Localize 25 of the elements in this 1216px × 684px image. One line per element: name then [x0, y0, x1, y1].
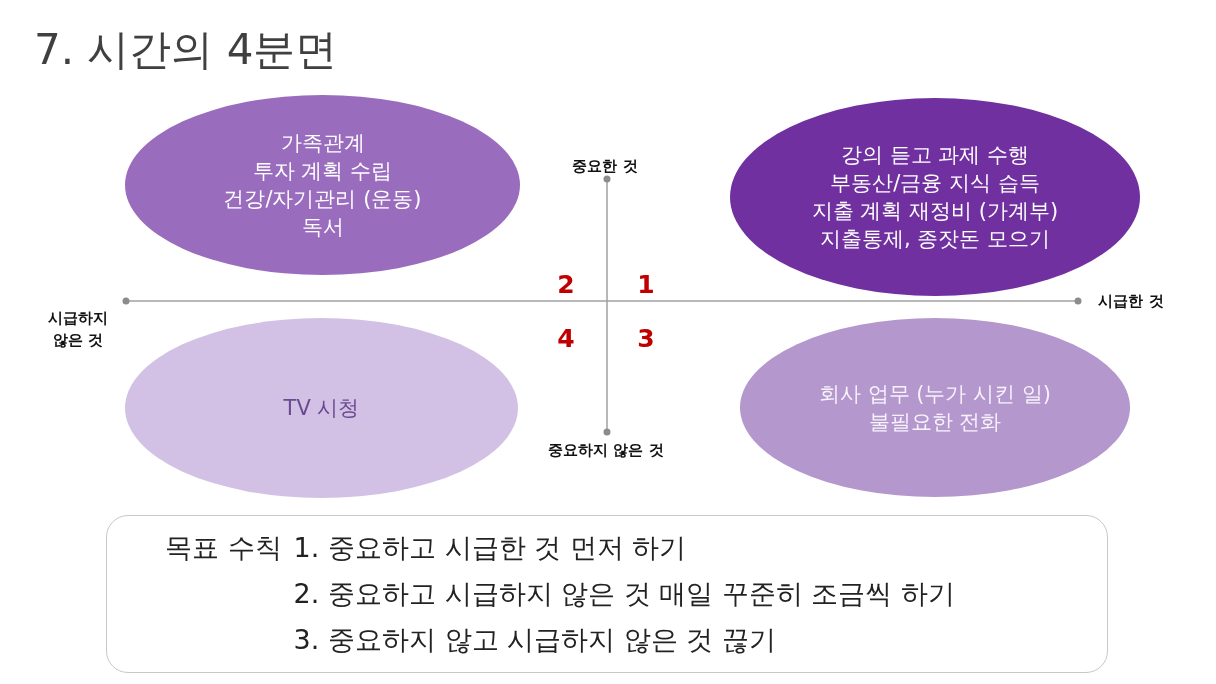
- axis-label: 중요하지 않은 것: [548, 440, 664, 461]
- task-text: TV 시청: [283, 395, 360, 422]
- task-text: 가족관계: [280, 130, 365, 157]
- task-text: 건강/자기관리 (운동): [223, 186, 422, 213]
- task-text: 지출 계획 재정비 (가계부): [811, 198, 1059, 225]
- axis-label: 시급하지 않은 것: [47, 308, 109, 351]
- task-text: 지출통제, 종잣돈 모으기: [820, 226, 1050, 253]
- page-title: 7. 시간의 4분면: [34, 24, 338, 76]
- task-text: 회사 업무 (누가 시킨 일): [818, 380, 1052, 408]
- task-text: 독서: [301, 214, 344, 241]
- rules-panel: [106, 515, 1108, 673]
- quadrant-number: 1: [637, 271, 655, 299]
- task-text: 부동산/금융 지식 습득: [830, 170, 1040, 197]
- quadrant-number: 3: [637, 325, 655, 353]
- task-text: 불필요한 전화: [868, 408, 1002, 436]
- rules-heading: 목표 수칙: [165, 531, 282, 565]
- rule-text: 1. 중요하고 시급한 것 먼저 하기: [293, 531, 688, 565]
- axis-label: 시급한 것: [1098, 291, 1164, 312]
- task-text: 투자 계획 수립: [252, 158, 393, 185]
- rule-text: 3. 중요하지 않고 시급하지 않은 것 끊기: [293, 623, 777, 657]
- axis-label: 중요한 것: [572, 156, 638, 177]
- task-text: 강의 듣고 과제 수행: [841, 142, 1029, 169]
- quadrant-number: 4: [557, 325, 575, 353]
- rule-text: 2. 중요하고 시급하지 않은 것 매일 꾸준히 조금씩 하기: [293, 577, 955, 611]
- quadrant-number: 2: [557, 271, 575, 299]
